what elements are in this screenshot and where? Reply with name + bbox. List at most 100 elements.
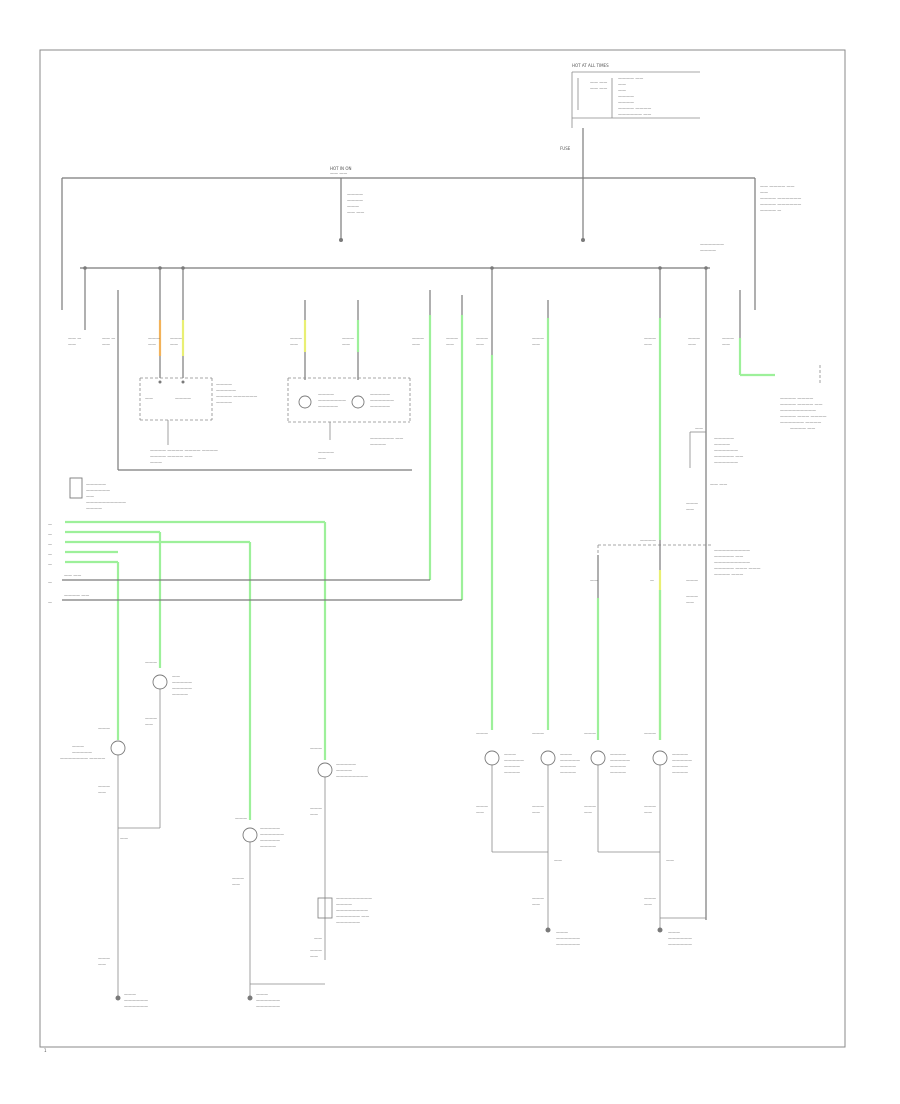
source-label: HOT AT ALL TIMES <box>572 63 609 68</box>
svg-text:——: —— <box>148 342 156 347</box>
svg-text:—————: ————— <box>260 838 280 843</box>
svg-text:———: ——— <box>560 752 572 757</box>
svg-text:——: —— <box>666 858 674 863</box>
svg-text:——: —— <box>476 342 484 347</box>
svg-text:————: ———— <box>618 100 634 105</box>
svg-text:———: ——— <box>148 336 160 341</box>
svg-text:————: ———— <box>700 248 716 253</box>
svg-text:—————: ————— <box>504 758 524 763</box>
svg-text:——: —— <box>290 342 298 347</box>
svg-text:——: —— <box>644 810 652 815</box>
svg-text:——: —— <box>170 342 178 347</box>
svg-text:————— ——: ————— —— <box>714 454 743 459</box>
svg-text:——: —— <box>318 456 326 461</box>
svg-text:——————— ————: ——————— ———— <box>60 756 105 761</box>
svg-text:———: ——— <box>532 804 544 809</box>
svg-text:—— ——: —— —— <box>590 80 607 85</box>
svg-text:—————: ————— <box>714 436 734 441</box>
svg-text:————: ———— <box>216 382 232 387</box>
svg-text:———: ——— <box>556 930 568 935</box>
svg-text:———: ——— <box>72 744 84 749</box>
svg-text:——————: —————— <box>86 488 110 493</box>
svg-text:———— ———: ———— ——— <box>714 572 743 577</box>
left-lamps: ——— ———————————————— ————— ——— —————————… <box>60 660 372 1009</box>
svg-text:—————: ————— <box>72 750 92 755</box>
svg-text:—: — <box>48 522 52 527</box>
svg-text:———: ——— <box>476 804 488 809</box>
svg-text:——: —— <box>98 790 106 795</box>
svg-text:———— ——————: ———— —————— <box>760 202 801 207</box>
svg-text:——————: —————— <box>260 832 284 837</box>
svg-text:———— ————: ———— ———— <box>618 106 651 111</box>
svg-text:——: —— <box>68 342 76 347</box>
svg-text:——: —— <box>760 190 768 195</box>
svg-text:————: ———— <box>347 192 363 197</box>
svg-text:———: ——— <box>310 806 322 811</box>
svg-text:—————: ————— <box>336 762 356 767</box>
svg-text:———: ——— <box>98 956 110 961</box>
svg-text:——: —— <box>688 342 696 347</box>
svg-text:——: —— <box>342 342 350 347</box>
svg-text:———— ——: ———— —— <box>790 426 815 431</box>
svg-text:—————: ————— <box>172 680 192 685</box>
left-harness: ——— —— —— —————— —— —— <box>48 520 462 820</box>
svg-text:———: ——— <box>98 726 110 731</box>
svg-text:———: ——— <box>476 731 488 736</box>
svg-text:———: ——— <box>235 816 247 821</box>
svg-text:———: ——— <box>688 336 700 341</box>
svg-text:———: ——— <box>170 336 182 341</box>
svg-text:————: ———— <box>370 442 386 447</box>
svg-text:——: —— <box>172 674 180 679</box>
svg-text:—: — <box>48 532 52 537</box>
svg-text:——: —— <box>314 936 322 941</box>
svg-text:——: —— <box>532 342 540 347</box>
svg-text:——: —— <box>722 342 730 347</box>
svg-text:———: ——— <box>150 460 162 465</box>
svg-text:———: ——— <box>686 501 698 506</box>
svg-text:———: ——— <box>145 716 157 721</box>
svg-text:—: — <box>48 542 52 547</box>
lamp-group-upper: ———————————————— ———————————————— ——————… <box>287 377 411 461</box>
svg-text:———: ——— <box>686 578 698 583</box>
svg-text:———— ———— ——: ———— ———— —— <box>780 402 823 407</box>
svg-text:—————: ————— <box>216 388 236 393</box>
svg-text:———— ——————: ———— —————— <box>216 394 257 399</box>
svg-text:—— —: —— — <box>102 336 115 341</box>
svg-text:—— ——: —— —— <box>710 482 727 487</box>
svg-text:—————: ————— <box>318 404 338 409</box>
svg-text:——: —— <box>145 722 153 727</box>
svg-text:——: —— <box>145 396 153 401</box>
svg-text:——: —— <box>102 342 110 347</box>
svg-text:————: ———— <box>172 692 188 697</box>
svg-text:———: ——— <box>310 746 322 751</box>
svg-text:———: ——— <box>532 336 544 341</box>
svg-text:————: ———— <box>504 770 520 775</box>
svg-text:————: ———— <box>610 764 626 769</box>
switch-box-left: —————— ————————— ———— —————————— ———— ——… <box>139 377 257 465</box>
svg-text:——: —— <box>98 962 106 967</box>
svg-text:—————— ————: —————— ———— <box>780 420 821 425</box>
svg-text:———: ——— <box>347 204 359 209</box>
svg-text:———: ——— <box>532 731 544 736</box>
svg-text:————: ———— <box>318 450 334 455</box>
svg-text:———: ——— <box>584 731 596 736</box>
svg-text:————— ——: ————— —— <box>714 554 743 559</box>
svg-text:—— ———— ——: —— ———— —— <box>760 184 795 189</box>
svg-text:———— ——————: ———— —————— <box>760 196 801 201</box>
svg-text:——: —— <box>86 494 94 499</box>
svg-text:———— ———— ——: ———— ———— —— <box>150 454 193 459</box>
svg-text:—————: ————— <box>260 826 280 831</box>
svg-text:————: ———— <box>714 442 730 447</box>
svg-text:—: — <box>650 578 654 583</box>
svg-text:————: ———— <box>336 902 352 907</box>
connector-left: ——————————— ———————————— ———— <box>69 477 126 511</box>
svg-text:———— ————: ———— ———— <box>780 396 813 401</box>
svg-text:———: ——— <box>145 660 157 665</box>
svg-text:————: ———— <box>610 770 626 775</box>
svg-text:——: —— <box>412 342 420 347</box>
svg-text:—————————: ————————— <box>714 548 750 553</box>
hot-label: HOT IN ON <box>330 166 351 171</box>
svg-text:—————————: ————————— <box>780 408 816 413</box>
svg-text:——: —— <box>554 858 562 863</box>
diagram-border <box>39 49 846 1048</box>
